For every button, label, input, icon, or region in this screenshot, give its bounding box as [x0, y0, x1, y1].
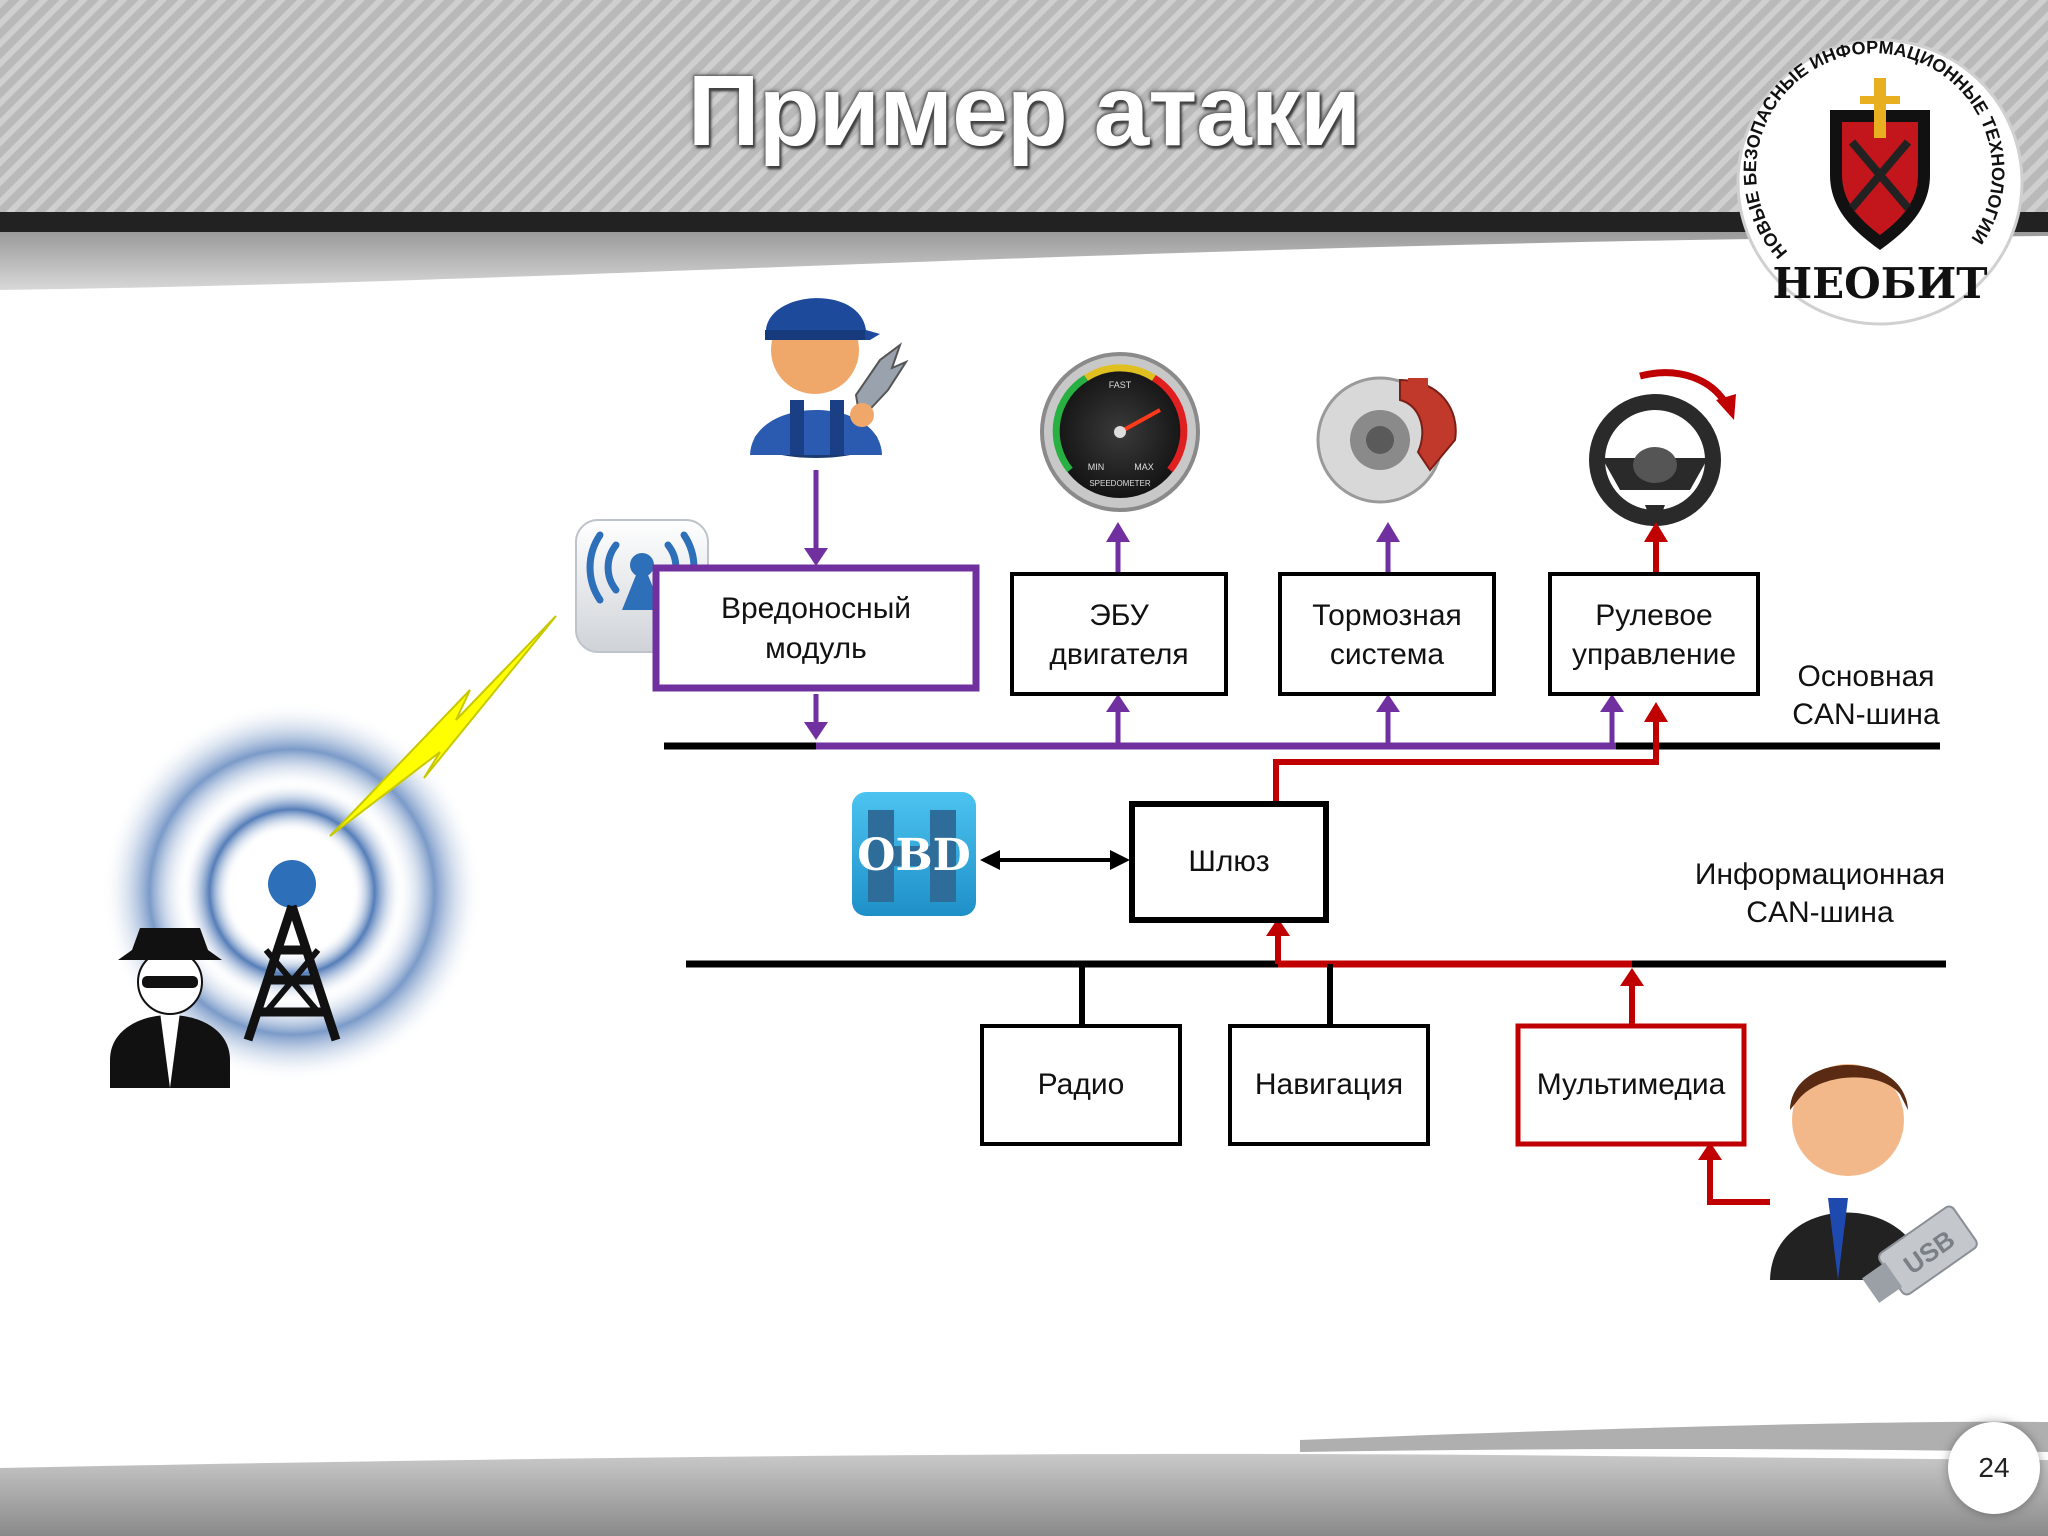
malicious-module-label-1: Вредоносный — [721, 592, 911, 625]
radio-box — [980, 1024, 1182, 1146]
attacker-icon — [102, 702, 482, 1088]
purple-attack-path — [804, 470, 1624, 750]
main-can-label-1: Основная — [1797, 660, 1934, 693]
insider-user-icon: USB — [1770, 1064, 1978, 1303]
mechanic-icon — [750, 298, 909, 458]
logo-brand: НЕОБИТ — [1772, 259, 1987, 308]
gateway-label: Шлюз — [1188, 845, 1269, 878]
steering-label-2: управление — [1572, 638, 1736, 671]
info-can-label-2: CAN-шина — [1746, 896, 1894, 929]
multimedia-box — [1515, 1023, 1747, 1147]
multimedia-label: Мультимедиа — [1537, 1068, 1726, 1101]
radio-label: Радио — [1038, 1068, 1125, 1101]
speedometer-icon: FAST MIN MAX SPEEDOMETER — [1040, 352, 1200, 512]
gauge-max-label: MAX — [1134, 462, 1154, 472]
navigation-label: Навигация — [1255, 1068, 1403, 1101]
gauge-min-label: MIN — [1088, 462, 1105, 472]
info-can-label-1: Информационная — [1695, 858, 1945, 891]
steering-wheel-icon — [1589, 369, 1736, 526]
brake-system-label-2: система — [1330, 638, 1444, 671]
brake-disc-icon — [1316, 376, 1457, 504]
navigation-box — [1228, 1024, 1430, 1146]
obd-label: OBD — [857, 830, 971, 881]
engine-ecu-label-2: двигателя — [1049, 638, 1188, 671]
engine-ecu-box — [1010, 572, 1228, 696]
page-number: 24 — [1948, 1422, 2040, 1514]
gauge-name-label: SPEEDOMETER — [1089, 479, 1151, 488]
gateway-box — [1129, 801, 1329, 923]
brake-system-box — [1278, 572, 1496, 696]
steering-box — [1548, 572, 1760, 696]
brake-system-label-1: Тормозная — [1312, 599, 1462, 632]
gauge-top-label: FAST — [1109, 380, 1132, 390]
obd-gateway-link — [980, 850, 1130, 870]
neobit-logo: НОВЫЕ БЕЗОПАСНЫЕ ИНФОРМАЦИОННЫЕ ТЕХНОЛОГ… — [1736, 37, 2024, 326]
obd-port-icon: OBD — [852, 792, 976, 916]
engine-ecu-label-1: ЭБУ — [1089, 599, 1150, 632]
malicious-module-label-2: модуль — [765, 632, 867, 665]
malicious-module-box — [652, 564, 980, 692]
slide-title: Пример атаки — [687, 55, 1362, 167]
steering-label-1: Рулевое — [1595, 599, 1713, 632]
lightning-icon — [329, 615, 557, 837]
red-attack-path — [1266, 522, 1770, 1205]
main-can-label-2: CAN-шина — [1792, 698, 1940, 731]
footer-band — [0, 1421, 2048, 1536]
